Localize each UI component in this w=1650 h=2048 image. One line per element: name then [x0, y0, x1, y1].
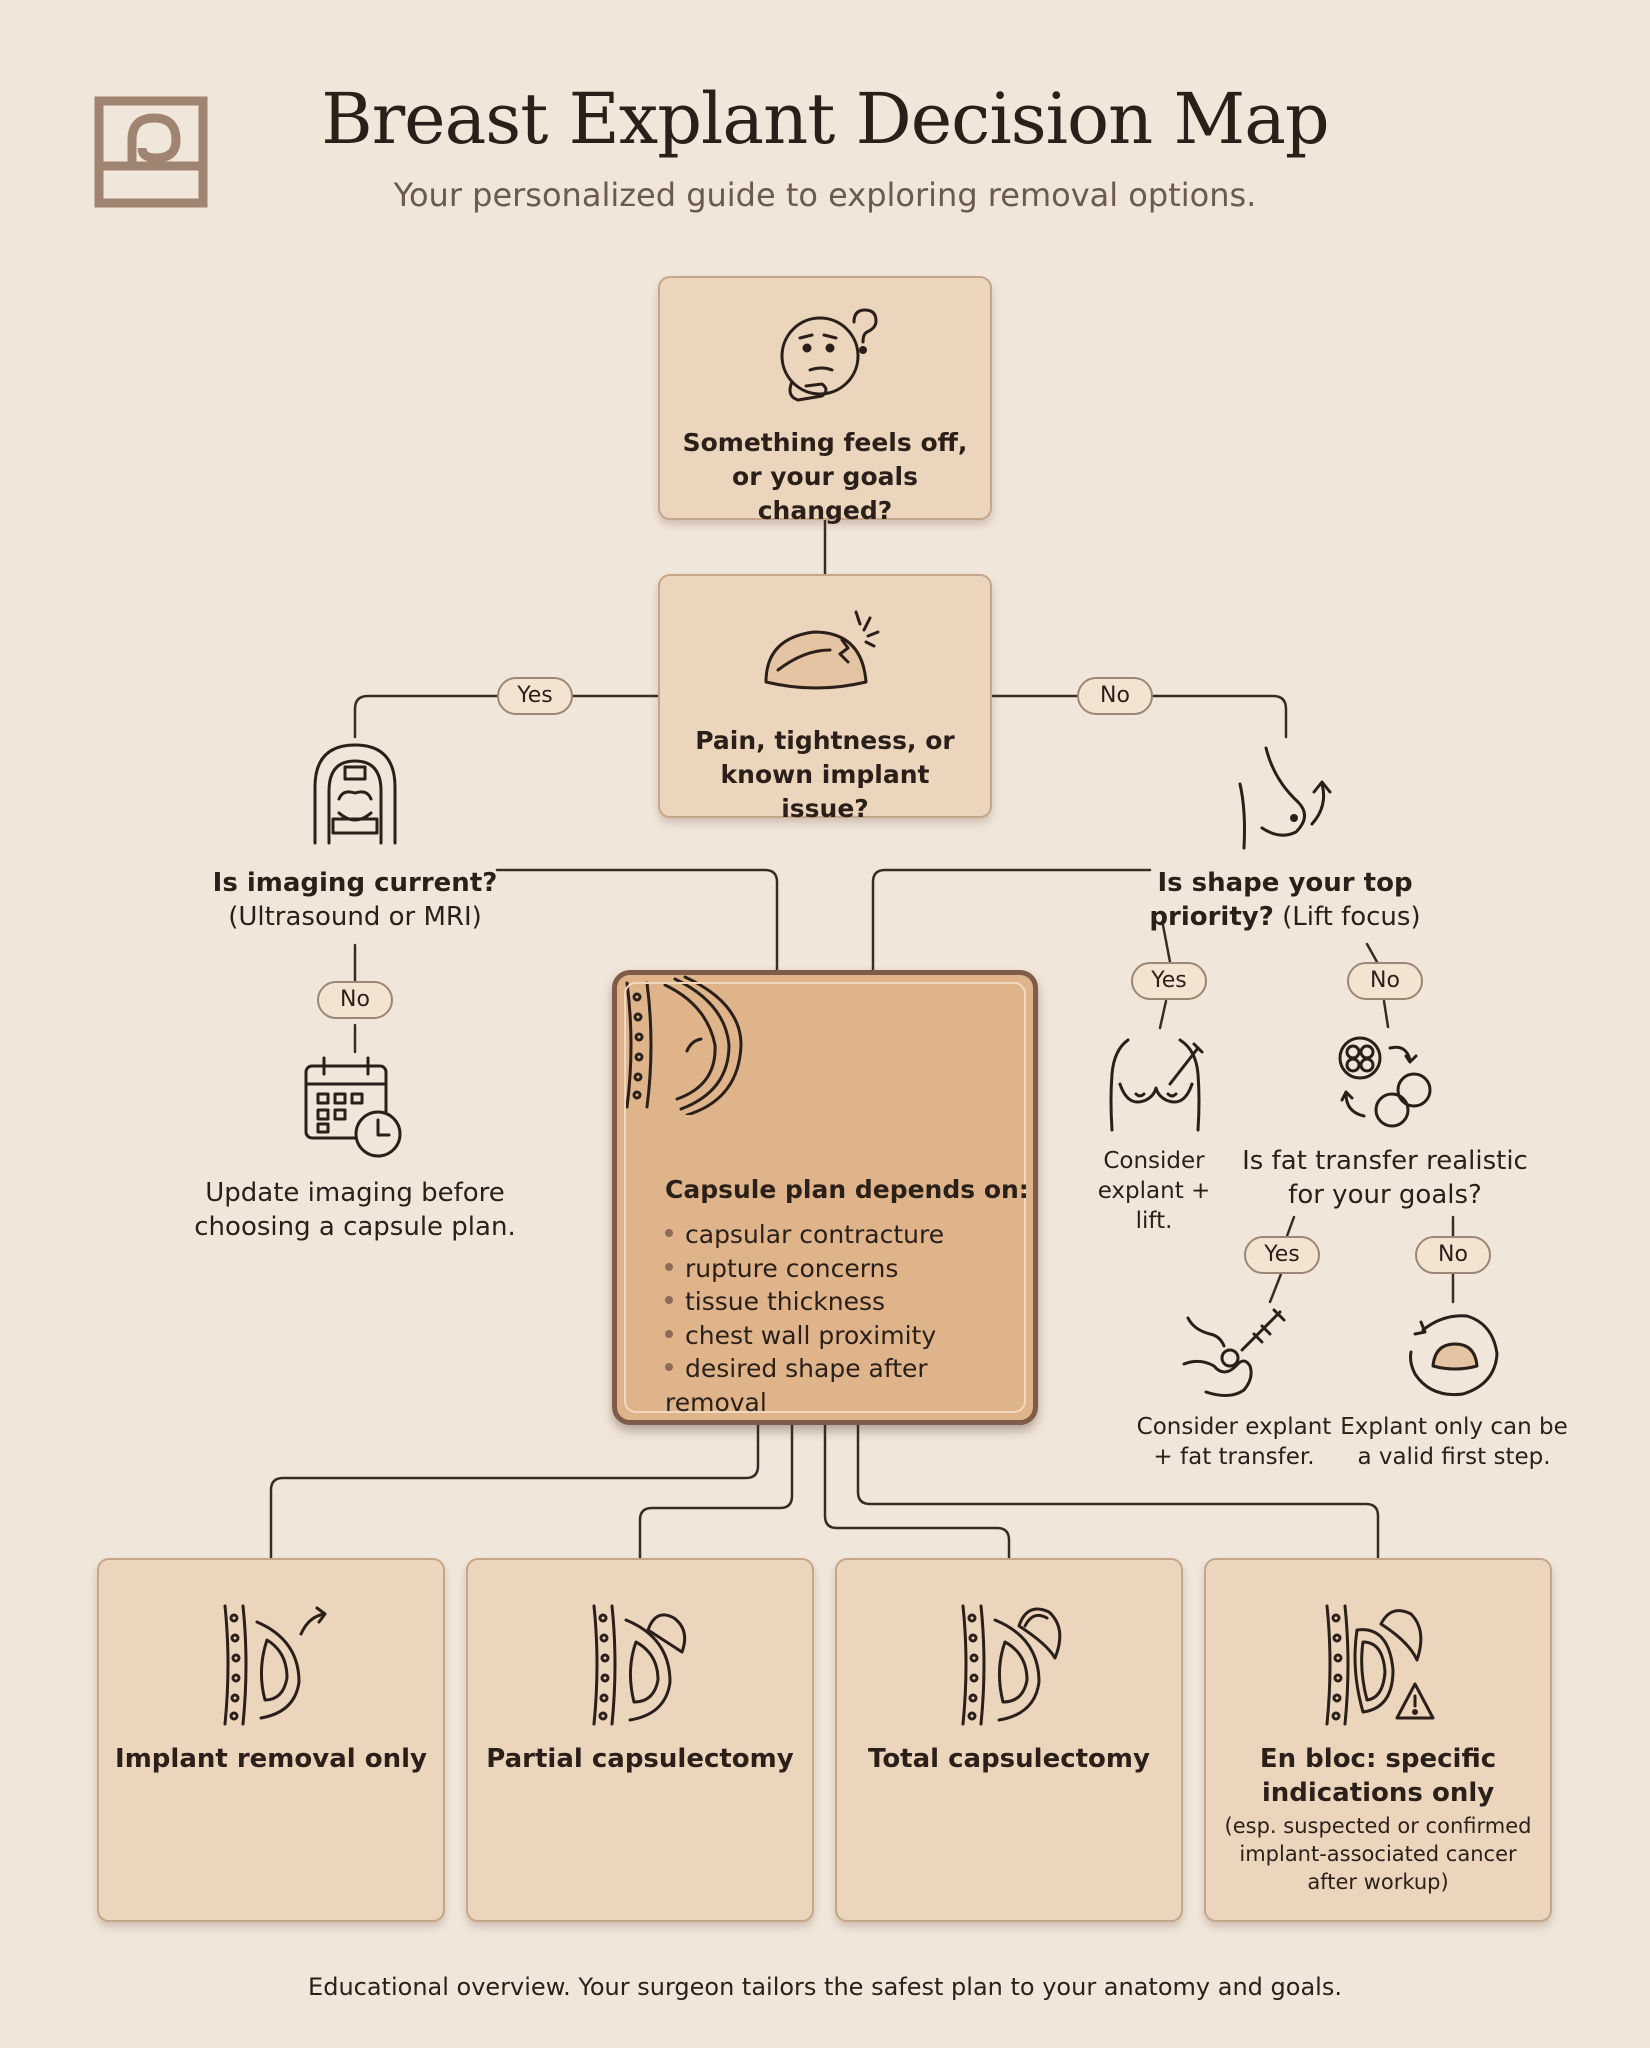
capsule-factor-list: capsular contracture rupture concerns ti…: [665, 1218, 1033, 1419]
imaging-question-main: Is imaging current?: [212, 868, 498, 898]
option-subtext: (esp. suspected or confirmed implant-ass…: [1224, 1814, 1532, 1894]
fat-question: Is fat transfer realistic for your goals…: [1242, 1146, 1528, 1210]
shape-no-label: No: [1347, 962, 1423, 1000]
option-card-en-bloc[interactable]: En bloc: specific indications only (esp.…: [1204, 1558, 1552, 1922]
option-title: En bloc: specific indications only (esp.…: [1216, 1742, 1540, 1896]
option-title: Implant removal only: [109, 1742, 433, 1776]
imaging-no-label: No: [317, 981, 393, 1019]
lift-surgery-icon: [1109, 1038, 1204, 1132]
capsule-factor-item: chest wall proximity: [665, 1319, 1033, 1353]
capsule-factor-item: desired shape after removal: [665, 1352, 1033, 1419]
connector-yes-to-transfer: [1268, 1272, 1283, 1304]
option-card-total-capsulectomy[interactable]: Total capsulectomy: [835, 1558, 1183, 1922]
option-title-main: Total capsulectomy: [868, 1744, 1150, 1774]
capsule-layers-icon: [625, 975, 743, 1117]
footer-disclaimer: Educational overview. Your surgeon tailo…: [308, 1973, 1342, 2001]
partial-capsule-icon: [592, 1604, 687, 1726]
page-subtitle: Your personalized guide to exploring rem…: [393, 176, 1257, 214]
en-bloc-warning-icon: [1325, 1604, 1435, 1726]
fat-no-label: No: [1415, 1236, 1491, 1274]
start-question-text: Something feels off, or your goals chang…: [682, 428, 968, 525]
capsule-plan-card[interactable]: Capsule plan depends on: capsular contra…: [612, 970, 1038, 1425]
implant-removal-icon: [223, 1604, 327, 1726]
capsule-factor-item: rupture concerns: [665, 1252, 1033, 1286]
connector-shape-no: [1365, 942, 1379, 964]
total-capsule-icon: [961, 1604, 1062, 1726]
breast-lift-arrow-icon: [1238, 746, 1332, 850]
pain-question-node[interactable]: Pain, tightness, or known implant issue?: [658, 574, 992, 823]
lift-text: Consider explant + lift.: [1097, 1148, 1211, 1234]
update-imaging-text: Update imaging before choosing a capsule…: [194, 1178, 516, 1242]
imaging-question: Is imaging current? (Ultrasound or MRI): [195, 866, 515, 934]
shape-question: Is shape your top priority? (Lift focus): [1140, 866, 1430, 934]
connector-yes-to-lift: [1158, 999, 1168, 1030]
connector-capsule-to-option-4: [856, 1423, 1380, 1560]
option-card-partial-capsulectomy[interactable]: Partial capsulectomy: [466, 1558, 814, 1922]
mri-scanner-icon: [313, 743, 397, 845]
pain-yes-label: Yes: [497, 677, 573, 715]
implant-removal-loop-icon: [1409, 1314, 1499, 1397]
connector-pain-no: [990, 694, 1288, 739]
capsule-factor-item: capsular contracture: [665, 1218, 1033, 1252]
connector-imaging-to-capsule: [495, 868, 779, 972]
start-question-node[interactable]: Something feels off, or your goals chang…: [658, 276, 992, 525]
fat-transfer-text: Consider explant + fat transfer.: [1136, 1414, 1332, 1470]
thinking-face-icon: [780, 308, 878, 402]
connector-shape-yes: [1161, 923, 1172, 964]
imaging-question-sub: (Ultrasound or MRI): [228, 902, 482, 932]
option-title-main: Implant removal only: [115, 1744, 427, 1774]
connector-pain-yes: [353, 694, 660, 739]
calendar-clock-icon: [304, 1056, 402, 1158]
fat-cells-icon: [1338, 1036, 1432, 1128]
explant-only-text: Explant only can be a valid first step.: [1340, 1414, 1568, 1470]
pain-question-text: Pain, tightness, or known implant issue?: [695, 726, 955, 823]
option-title: Partial capsulectomy: [478, 1742, 802, 1776]
option-card-implant-removal[interactable]: Implant removal only: [97, 1558, 445, 1922]
connector-shape-to-capsule: [871, 868, 1152, 972]
syringe-injection-icon: [1182, 1308, 1286, 1397]
capsule-factor-item: tissue thickness: [665, 1285, 1033, 1319]
pained-implant-icon: [764, 610, 880, 690]
shape-yes-label: Yes: [1131, 962, 1207, 1000]
option-title: Total capsulectomy: [847, 1742, 1171, 1776]
shape-question-sub: (Lift focus): [1282, 902, 1421, 932]
connector-capsule-to-option-2: [638, 1423, 794, 1560]
fat-yes-label: Yes: [1244, 1236, 1320, 1274]
shape-question-main: Is shape your top priority?: [1149, 868, 1413, 932]
pain-no-label: No: [1077, 677, 1153, 715]
option-title-main: En bloc: specific indications only: [1259, 1744, 1497, 1808]
connector-no-to-fat: [1382, 999, 1390, 1029]
page-title: Breast Explant Decision Map: [321, 78, 1329, 160]
connector-capsule-to-option-1: [269, 1423, 760, 1560]
connector-capsule-to-option-3: [823, 1423, 1011, 1560]
option-title-main: Partial capsulectomy: [486, 1744, 794, 1774]
connector-fat-yes: [1285, 1215, 1296, 1238]
capsule-plan-title: Capsule plan depends on:: [665, 1175, 1029, 1204]
brand-monogram-icon: [94, 96, 208, 208]
